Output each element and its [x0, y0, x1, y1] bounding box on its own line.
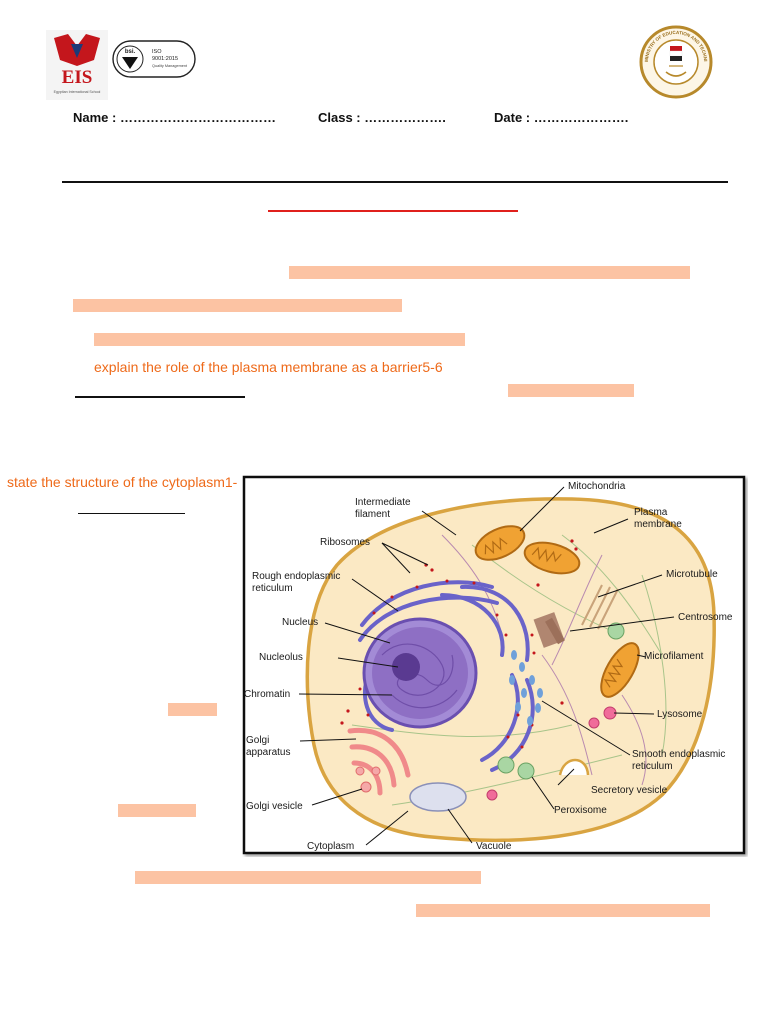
bsi-brand: bsi.	[125, 49, 136, 55]
date-field[interactable]: Date : ………………….	[494, 110, 629, 125]
label-ribosomes: Ribosomes	[320, 537, 370, 548]
highlight-bar	[73, 299, 402, 312]
smooth-er	[509, 650, 543, 726]
label-rough-er-1: Rough endoplasmic	[252, 571, 340, 582]
ministry-seal-logo: MINISTRY OF EDUCATION AND TECHNICAL EDUC…	[634, 20, 716, 100]
highlight-bar	[94, 333, 465, 346]
objective-cytoplasm: state the structure of the cytoplasm1-	[7, 474, 238, 490]
iso-number: 9001:2015	[152, 56, 178, 62]
title-underline	[268, 210, 518, 212]
label-vacuole: Vacuole	[476, 841, 512, 852]
nucleolus	[392, 653, 420, 681]
vacuole	[409, 782, 467, 812]
label-golgi-vesicle: Golgi vesicle	[246, 801, 303, 812]
eis-logo-subtext: Egyptian International School	[54, 90, 101, 94]
highlight-bar	[118, 804, 196, 817]
label-nucleolus: Nucleolus	[259, 652, 303, 663]
free-ribosomes	[340, 539, 578, 725]
peroxisomes	[497, 622, 625, 780]
label-golgi-apparatus-1: Golgi	[246, 735, 269, 746]
label-mitochondria: Mitochondria	[568, 481, 626, 492]
highlight-bar	[168, 703, 217, 716]
label-microfilament: Microfilament	[644, 651, 704, 662]
label-cytoplasm: Cytoplasm	[307, 841, 354, 852]
answer-line	[78, 513, 185, 514]
leader-lines	[298, 486, 675, 846]
iso-label: ISO	[152, 49, 162, 55]
label-intermediate-filament-1: Intermediate	[355, 497, 411, 508]
label-centrosome: Centrosome	[678, 612, 733, 623]
nucleus	[362, 617, 478, 729]
highlight-bar	[416, 904, 710, 917]
eis-logo-text: EIS	[62, 67, 93, 88]
animal-cell-diagram: Intermediate filament Mitochondria Plasm…	[242, 475, 748, 857]
label-nucleus: Nucleus	[282, 617, 318, 628]
mitochondria	[474, 525, 640, 698]
lysosomes	[486, 706, 617, 801]
centrosome	[533, 612, 565, 648]
golgi-vesicles	[355, 766, 381, 793]
label-rough-er-2: reticulum	[252, 583, 293, 594]
label-secretory-vesicle: Secretory vesicle	[591, 785, 668, 796]
label-smooth-er-2: reticulum	[632, 761, 673, 772]
secretory-vesicle	[558, 758, 590, 776]
label-lysosome: Lysosome	[657, 709, 703, 720]
highlight-bar	[289, 266, 690, 279]
label-plasma-membrane-1: Plasma	[634, 507, 668, 518]
label-chromatin: Chromatin	[244, 689, 290, 700]
intermediate-filaments	[441, 534, 647, 786]
name-field[interactable]: Name : ………………………………	[73, 110, 276, 125]
rough-er-ribosomes	[358, 579, 536, 749]
highlight-bar	[508, 384, 634, 397]
iso-caption: Quality Management	[152, 64, 188, 68]
label-microtubule: Microtubule	[666, 569, 718, 580]
iso-certification-badge: bsi. ISO 9001:2015 Quality Management	[112, 40, 196, 78]
objective-plasma-membrane: explain the role of the plasma membrane …	[94, 359, 443, 375]
label-plasma-membrane-2: membrane	[634, 519, 682, 530]
class-field[interactable]: Class : ……………….	[318, 110, 446, 125]
header-divider	[62, 181, 728, 183]
label-peroxisome: Peroxisome	[554, 805, 607, 816]
answer-line	[75, 396, 245, 398]
eis-logo: EIS Egyptian International School	[46, 30, 108, 100]
label-golgi-apparatus-2: apparatus	[246, 747, 290, 758]
label-intermediate-filament-2: filament	[355, 509, 390, 520]
label-smooth-er-1: Smooth endoplasmic	[632, 749, 725, 760]
highlight-bar	[135, 871, 481, 884]
